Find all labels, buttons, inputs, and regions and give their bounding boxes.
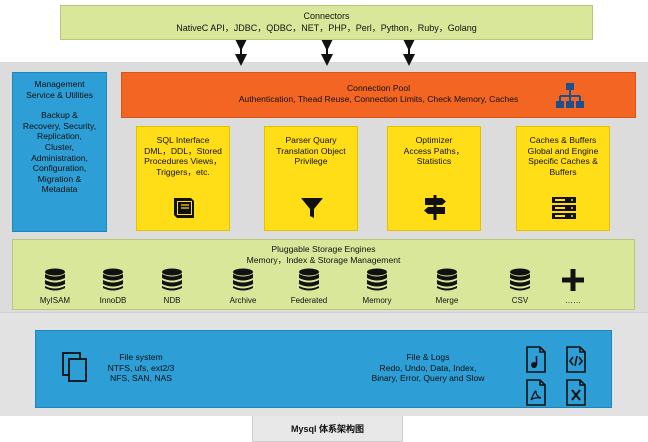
management-item: Replication,: [37, 131, 82, 142]
files-logs-line: File & Logs: [406, 352, 450, 362]
database-icon: [437, 268, 457, 291]
module-text: Specific Caches &: [528, 156, 598, 167]
optimizer-box: Optimizer Access Paths， Statistics: [387, 126, 481, 231]
engine-innodb: InnoDB: [88, 268, 138, 305]
engine-myisam: MyISAM: [30, 268, 80, 305]
engine-memory: Memory: [352, 268, 402, 305]
module-text: Access Paths，: [403, 145, 465, 156]
engine-label: Memory: [362, 296, 392, 305]
engine-more: ……: [548, 268, 598, 305]
management-item: Administration,: [31, 152, 88, 163]
module-text: DML，DDL，Stored: [144, 145, 222, 156]
copy-files-icon: [62, 352, 87, 382]
management-item: Recovery, Security,: [22, 120, 97, 131]
engine-merge: Merge: [422, 268, 472, 305]
file-layer-box: File system NTFS, ufs, ext2/3 NFS, SAN, …: [35, 330, 612, 408]
module-text: Translation Object: [276, 145, 346, 156]
filesystem-text: File system NTFS, ufs, ext2/3 NFS, SAN, …: [81, 352, 201, 384]
funnel-icon: [301, 198, 323, 218]
network-hierarchy-icon: [556, 83, 584, 108]
database-icon: [510, 268, 530, 291]
engine-label: Archive: [229, 296, 257, 305]
signpost-icon: [424, 195, 446, 220]
management-title-line2: Service & Utilities: [26, 89, 93, 100]
module-text: Global and Engine: [527, 145, 599, 156]
module-text: Optimizer: [415, 135, 453, 145]
connection-pool-title: Connection Pool: [346, 83, 411, 93]
connectors-box: Connectors NativeC API，JDBC，QDBC，NET，PHP…: [60, 5, 593, 40]
caption-text: Mysql 体系架构图: [290, 424, 364, 434]
management-title-line1: Management: [34, 79, 85, 89]
storage-engines-subtitle: Memory，Index & Storage Management: [246, 254, 401, 265]
module-text: Triggers，etc.: [156, 166, 210, 177]
engine-label: CSV: [511, 296, 529, 305]
module-text: Caches & Buffers: [529, 135, 597, 145]
database-icon: [233, 268, 253, 291]
engine-label: InnoDB: [99, 296, 127, 305]
engine-label: NDB: [163, 296, 181, 305]
parser-box: Parser Quary Translation Object Privileg…: [264, 126, 358, 231]
module-text: Statistics: [416, 156, 452, 167]
file-icons-group: [526, 346, 586, 406]
audio-file-icon: [526, 346, 546, 373]
database-icon: [367, 268, 387, 291]
filesystem-line: File system: [119, 352, 163, 362]
management-item: Migration &: [37, 173, 82, 184]
connectors-list: NativeC API，JDBC，QDBC，NET，PHP，Perl，Pytho…: [176, 22, 477, 33]
plus-icon: [562, 269, 584, 291]
module-text: Privilege: [294, 156, 328, 167]
caches-buffers-box: Caches & Buffers Global and Engine Speci…: [516, 126, 610, 231]
files-logs-line: Redo, Undo, Data, Index,: [379, 362, 477, 373]
module-text: Parser Quary: [285, 135, 337, 145]
database-icon: [162, 268, 182, 291]
engine-federated: Federated: [284, 268, 334, 305]
files-logs-line: Binary, Error, Query and Slow: [371, 373, 485, 384]
database-icon: [299, 268, 319, 291]
server-rack-icon: [552, 197, 576, 219]
management-item: Metadata: [41, 184, 78, 195]
book-icon: [174, 198, 194, 218]
sql-interface-box: SQL Interface DML，DDL，Stored Procedures …: [136, 126, 230, 231]
engine-archive: Archive: [218, 268, 268, 305]
filesystem-line: NFS, SAN, NAS: [109, 373, 173, 384]
module-text: Procedures Views，: [144, 156, 222, 167]
management-item: Configuration,: [32, 163, 87, 174]
pdf-file-icon: [526, 379, 546, 406]
code-file-icon: [566, 346, 586, 373]
engine-label: Merge: [435, 296, 459, 305]
connector-arrows: [235, 40, 415, 66]
engine-label: Federated: [290, 296, 328, 305]
engine-csv: CSV: [495, 268, 545, 305]
connection-pool-desc: Authentication, Thead Reuse, Connection …: [238, 93, 519, 104]
files-logs-text: File & Logs Redo, Undo, Data, Index, Bin…: [348, 352, 508, 384]
connectors-title: Connectors: [303, 11, 350, 21]
database-icon: [45, 268, 65, 291]
storage-engines-title: Pluggable Storage Engines: [271, 244, 376, 254]
management-item: Backup &: [41, 110, 78, 121]
module-text: Buffers: [549, 166, 577, 177]
excel-file-icon: [566, 379, 586, 406]
engine-label: ……: [565, 296, 581, 305]
caption-tab: Mysql 体系架构图: [252, 416, 403, 442]
engine-ndb: NDB: [147, 268, 197, 305]
engine-label: MyISAM: [39, 296, 71, 305]
module-text: SQL Interface: [156, 135, 210, 145]
management-box: Management Service & Utilities Backup & …: [12, 72, 107, 232]
management-item: Cluster,: [44, 141, 75, 152]
connection-pool-box: Connection Pool Authentication, Thead Re…: [121, 72, 636, 118]
database-icon: [103, 268, 123, 291]
filesystem-line: NTFS, ufs, ext2/3: [107, 362, 175, 373]
